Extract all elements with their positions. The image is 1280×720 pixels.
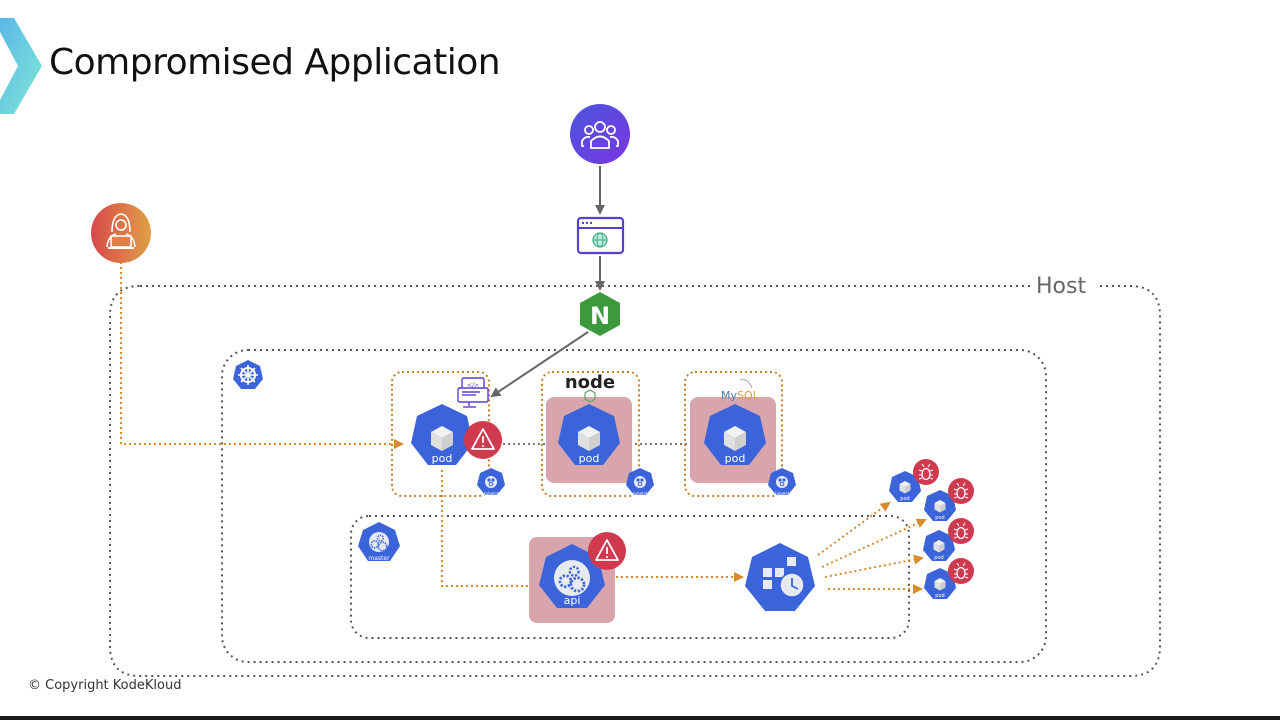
api-server[interactable]: api <box>539 544 605 608</box>
mysql-logo-sql: SQL <box>737 389 760 402</box>
hacker-icon <box>106 213 136 249</box>
api-alert-warning-icon <box>588 532 626 570</box>
users-node <box>570 104 630 164</box>
kubelet-node-2: kubelet <box>626 468 654 496</box>
svg-text:MySQL: MySQL <box>721 389 760 402</box>
node-pod[interactable]: pod <box>558 404 620 465</box>
cronjob-node[interactable] <box>745 543 815 611</box>
worker-node-3-boundary <box>684 371 783 497</box>
bug-icon <box>948 478 974 504</box>
nginx-to-app-arrow <box>490 331 589 398</box>
node-pod-label: pod <box>579 452 600 465</box>
kubelet-node-1: kubelet <box>477 468 505 496</box>
attacker-to-app-path <box>120 262 404 449</box>
bug-icon <box>948 558 974 584</box>
kubelet-node-3: kubelet <box>768 468 796 496</box>
nginx-logo-label: N <box>590 302 610 330</box>
master-label: master <box>368 555 390 562</box>
mysql-pod[interactable]: pod <box>704 404 766 465</box>
svg-text:</>: </> <box>467 382 479 389</box>
malicious-pod-2[interactable]: pod <box>924 490 956 521</box>
cronjob-to-malpod-1-path <box>817 501 891 556</box>
malicious-pod-4[interactable]: pod <box>924 568 956 599</box>
malicious-pod-label: pod <box>900 496 909 502</box>
attacker-node <box>91 203 151 263</box>
copyright-notice: © Copyright KodeKloud <box>28 678 182 693</box>
host-boundary <box>109 285 1161 677</box>
api-label: api <box>564 594 581 607</box>
nginx-node: N <box>580 292 620 336</box>
kubelet-label: kubelet <box>633 491 648 496</box>
mysql-logo: MySQL <box>721 379 760 402</box>
web-browser-globe-icon <box>576 216 625 255</box>
kubelet-label: kubelet <box>775 491 790 496</box>
cluster-boundary <box>221 349 1047 663</box>
bug-icon <box>913 459 939 485</box>
node-logo: node <box>565 372 615 403</box>
mysql-dolphin-icon <box>739 379 753 389</box>
master-node: master <box>358 522 400 562</box>
users-group-icon <box>581 121 619 149</box>
master-node-boundary <box>350 515 910 639</box>
malicious-pod-label: pod <box>935 593 944 599</box>
cronjob-to-malpod-3-path <box>824 554 924 578</box>
mysql-pod-label: pod <box>725 452 746 465</box>
bottom-border <box>0 716 1280 720</box>
malicious-pod-3[interactable]: pod <box>923 530 955 561</box>
node-logo-label: node <box>565 372 615 393</box>
code-monitor-icon: </> <box>457 377 489 408</box>
cronjob-icon <box>763 557 805 598</box>
worker-node-1-boundary <box>391 371 490 497</box>
cronjob-to-malpod-2-path <box>821 518 927 568</box>
kubelet-label: kubelet <box>484 491 499 496</box>
malicious-pod-1[interactable]: pod <box>889 471 921 502</box>
malicious-pod-label: pod <box>935 515 944 521</box>
malicious-pod-label: pod <box>934 555 943 561</box>
app-pod-label: pod <box>432 452 453 465</box>
kubernetes-cluster-icon <box>233 360 263 389</box>
bug-icon <box>948 518 974 544</box>
host-label: Host <box>1030 274 1093 299</box>
mysql-logo-my: My <box>721 389 737 402</box>
slide-title: Compromised Application <box>49 42 501 83</box>
worker-node-2-boundary <box>541 371 640 497</box>
app-pod[interactable]: pod <box>411 404 473 465</box>
alert-warning-icon <box>464 421 502 459</box>
app-to-api-path <box>441 470 539 591</box>
brand-chevron-icon <box>0 18 42 114</box>
